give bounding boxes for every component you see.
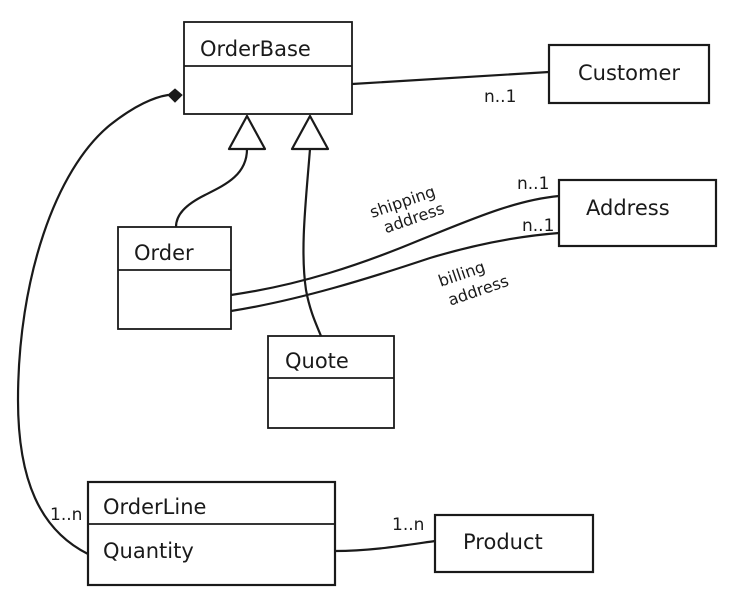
association-orderline-orderbase xyxy=(16,93,170,556)
composition-diamond xyxy=(167,88,183,103)
multiplicity-orderline-orderbase: 1..n xyxy=(50,505,82,525)
association-orderline-product xyxy=(333,539,437,553)
class-orderbase[interactable]: OrderBase xyxy=(183,21,353,115)
class-orderline-name: OrderLine xyxy=(103,495,206,519)
association-order-billing-address xyxy=(229,231,561,313)
generalization-line-quote xyxy=(302,147,323,338)
multiplicity-shipping-address: n..1 xyxy=(517,174,549,194)
class-product[interactable]: Product xyxy=(433,513,595,574)
class-address-name: Address xyxy=(586,196,670,220)
class-customer[interactable]: Customer xyxy=(547,43,711,105)
class-order[interactable]: Order xyxy=(117,226,232,330)
association-orderbase-customer xyxy=(350,70,551,86)
class-address[interactable]: Address xyxy=(557,178,718,248)
association-order-shipping-address xyxy=(229,194,561,297)
class-orderbase-name: OrderBase xyxy=(200,37,311,61)
class-customer-name: Customer xyxy=(578,61,680,85)
generalization-arrow-order xyxy=(227,114,267,151)
class-order-name: Order xyxy=(134,241,194,265)
generalization-line-order xyxy=(174,147,249,229)
multiplicity-customer: n..1 xyxy=(484,87,516,107)
class-orderline-attribute-quantity: Quantity xyxy=(103,539,194,563)
multiplicity-billing-address: n..1 xyxy=(522,216,554,236)
class-quote[interactable]: Quote xyxy=(267,335,395,429)
class-product-name: Product xyxy=(463,530,543,554)
generalization-arrow-quote xyxy=(290,114,330,151)
multiplicity-orderline-product: 1..n xyxy=(392,515,424,535)
class-quote-name: Quote xyxy=(285,349,349,373)
class-orderline[interactable]: OrderLine Quantity xyxy=(86,480,337,587)
